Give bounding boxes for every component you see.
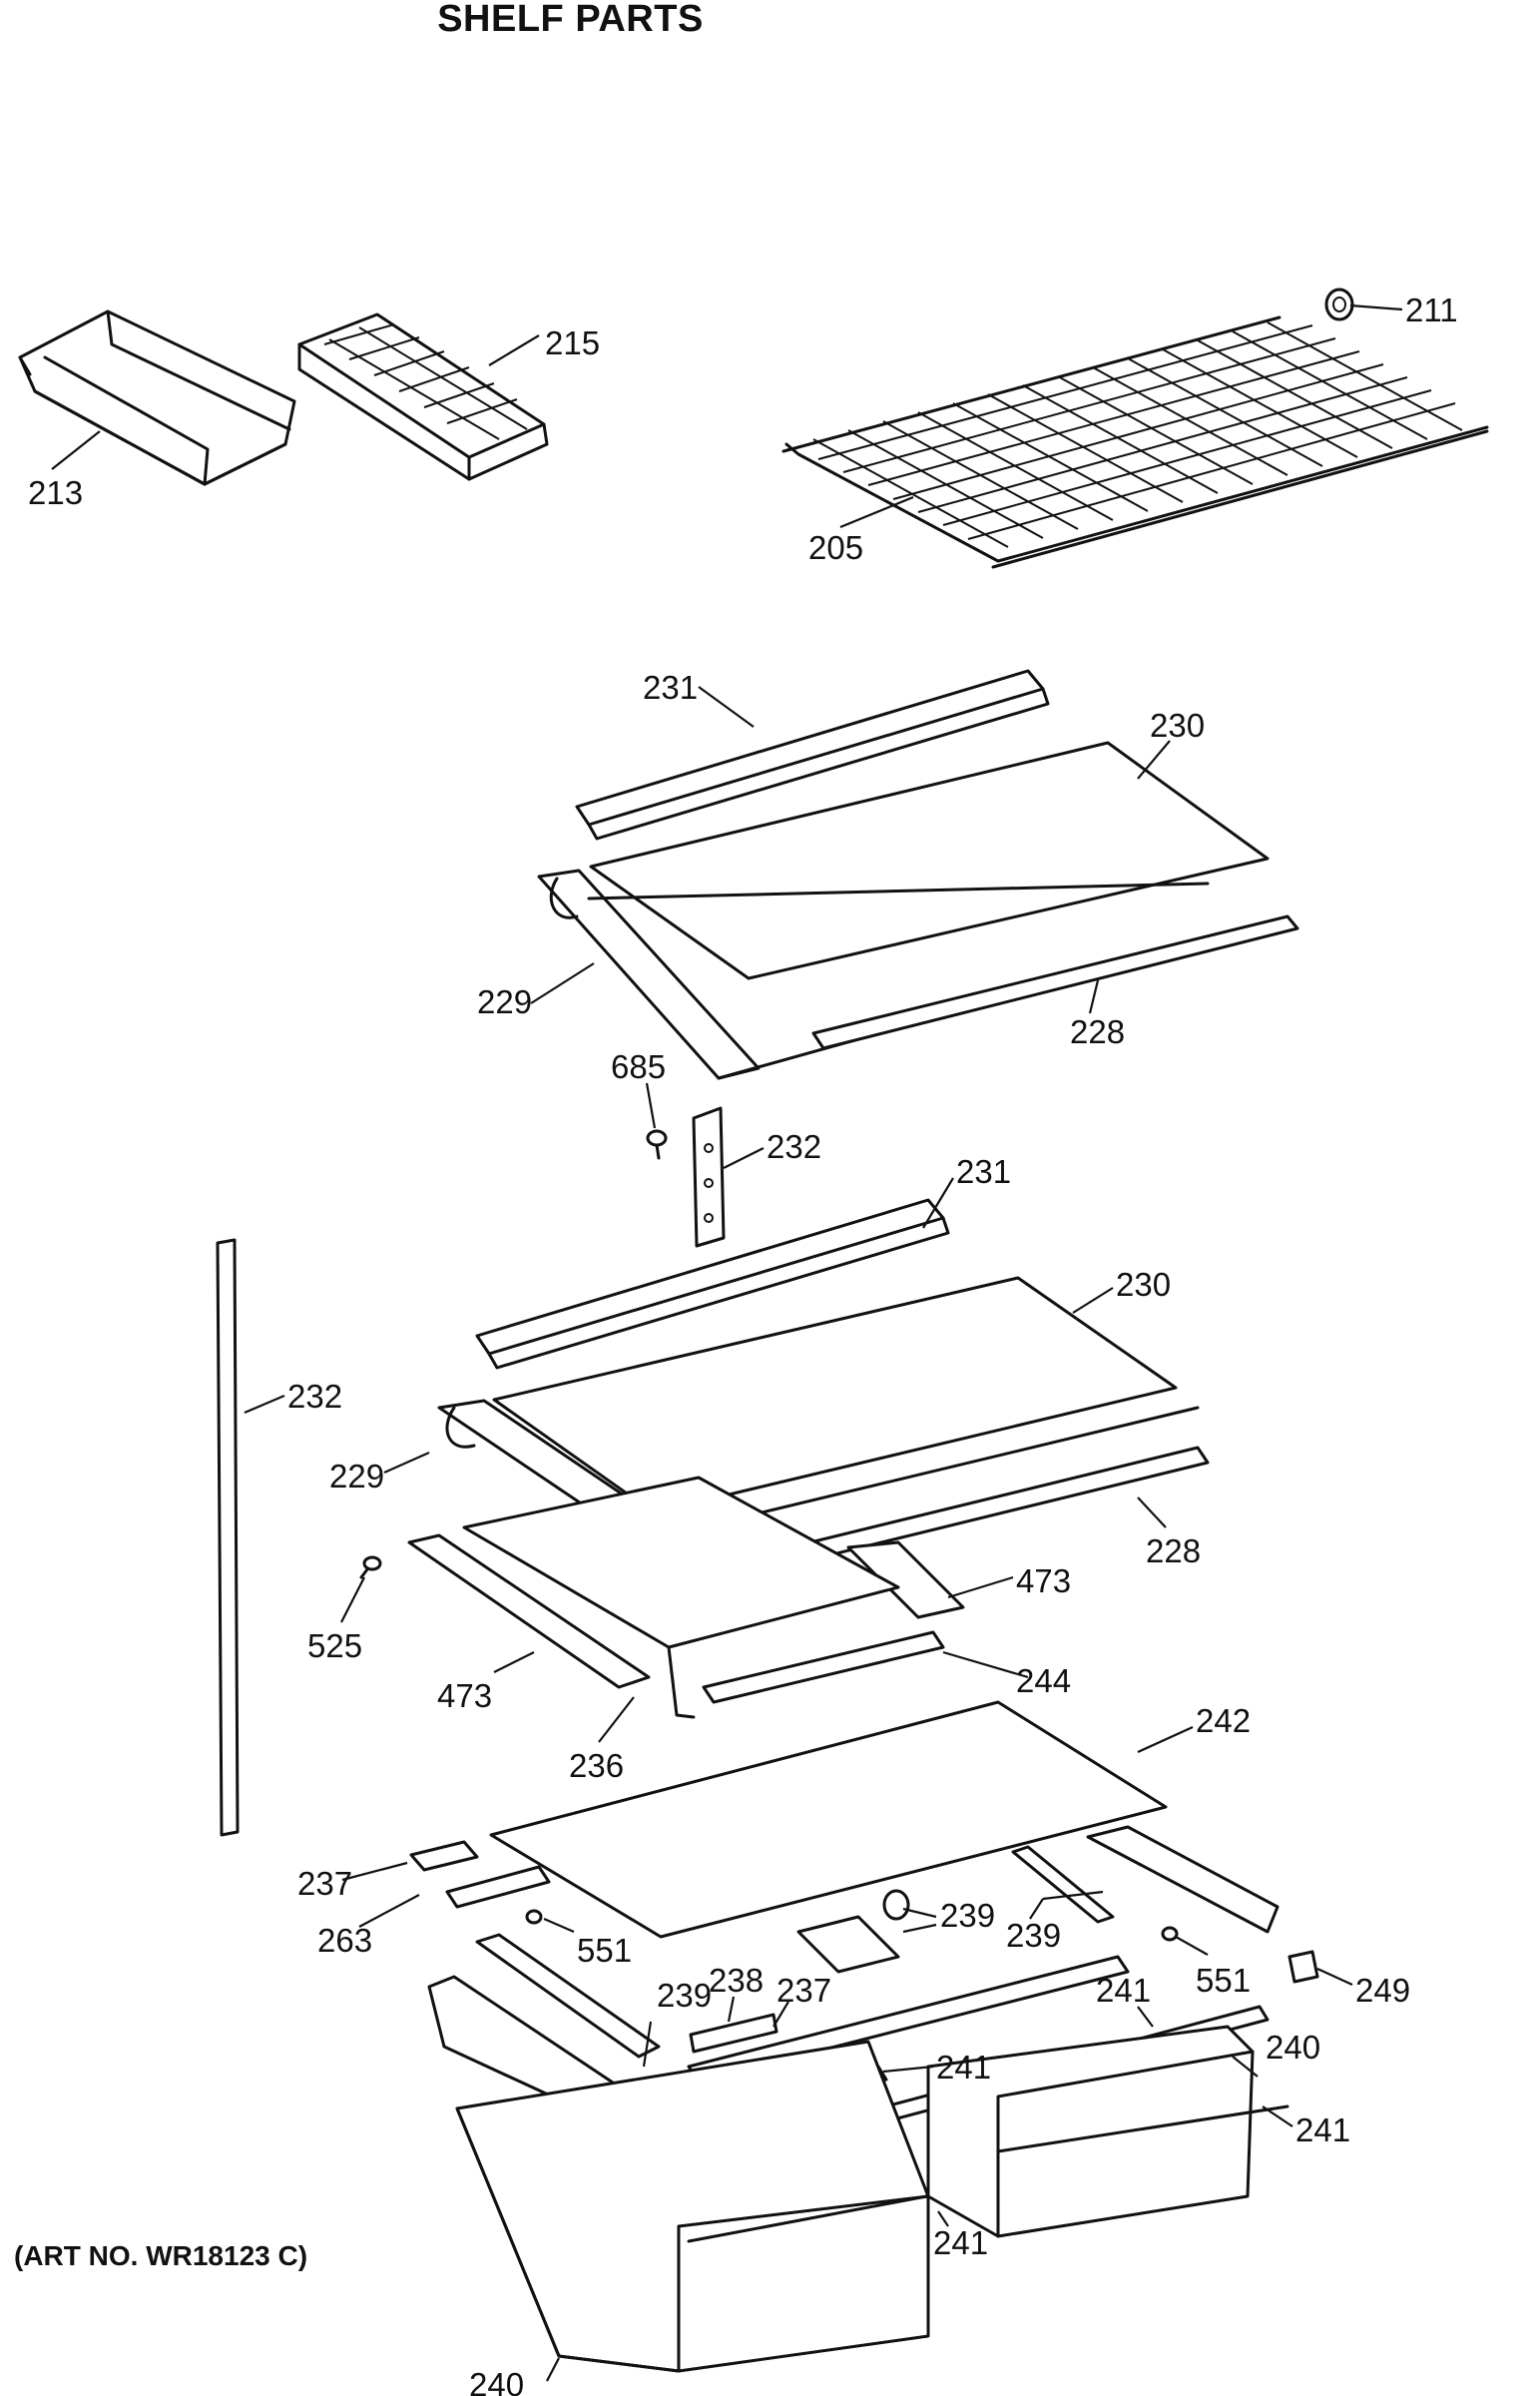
- callout-205: 205: [808, 529, 863, 566]
- callout-237-left: 237: [297, 1865, 352, 1902]
- callout-551-left: 551: [577, 1932, 632, 1969]
- callout-241-left-trim: 241: [936, 2049, 991, 2086]
- part-215-ice-tray: [297, 312, 549, 481]
- callout-236: 236: [569, 1747, 624, 1784]
- callout-239-center: 239: [940, 1897, 995, 1934]
- callout-241-right-end: 241: [1295, 2111, 1350, 2148]
- callout-685: 685: [611, 1048, 666, 1085]
- callout-242: 242: [1196, 1702, 1251, 1739]
- part-525-screw: [359, 1555, 382, 1579]
- art-number: (ART NO. WR18123 C): [14, 2240, 308, 2271]
- callout-238: 238: [709, 1962, 764, 1999]
- part-239-center-brackets: [796, 1889, 910, 1974]
- callout-229-middle: 229: [329, 1458, 384, 1495]
- callout-525: 525: [307, 1627, 362, 1664]
- part-231-upper-trim: [575, 669, 1050, 841]
- callout-249: 249: [1355, 1972, 1410, 2009]
- callout-239-left: 239: [657, 1977, 712, 2014]
- part-237-left-support: [409, 1840, 479, 1872]
- callout-241-right-top: 241: [1096, 1972, 1151, 2009]
- part-205-wire-shelf: [781, 315, 1489, 569]
- diagram-title: SHELF PARTS: [437, 0, 704, 40]
- callout-231-middle: 231: [956, 1153, 1011, 1190]
- callout-237-center: 237: [776, 1972, 831, 2009]
- part-239-right-rail: [1011, 1825, 1280, 1934]
- callout-263: 263: [317, 1922, 372, 1959]
- callout-211: 211: [1405, 292, 1458, 328]
- callout-551-right: 551: [1196, 1962, 1251, 1999]
- callout-215: 215: [545, 324, 600, 361]
- part-551-right-screw: [1161, 1926, 1179, 1942]
- part-685-screw: [646, 1129, 668, 1160]
- part-240-left-drawer: [455, 2040, 955, 2373]
- callout-228-middle: 228: [1146, 1532, 1201, 1569]
- callout-labels: 211 215 213 205 231 230 229 228 685 232 …: [28, 292, 1458, 2396]
- callout-473-left: 473: [437, 1677, 492, 1714]
- part-231-middle-trim: [475, 1198, 950, 1370]
- part-211-shelf-stop: [1324, 288, 1354, 321]
- callout-240-left: 240: [469, 2366, 524, 2396]
- part-473-left-slide: [407, 1533, 651, 1689]
- part-249-clip: [1287, 1950, 1319, 1984]
- callout-230-upper: 230: [1150, 707, 1205, 744]
- callout-231-upper: 231: [643, 669, 698, 706]
- part-232-short-bracket: [692, 1106, 726, 1248]
- leader-lines: [51, 303, 1403, 2382]
- callout-240-right: 240: [1266, 2029, 1320, 2066]
- callout-228-upper: 228: [1070, 1013, 1125, 1050]
- callout-244: 244: [1016, 1662, 1071, 1699]
- part-242-crisper-glass: [489, 1700, 1168, 1939]
- callout-232-bracket: 232: [767, 1128, 821, 1165]
- part-551-left-screw: [525, 1909, 543, 1925]
- part-228-upper-rear-bar: [811, 914, 1299, 1050]
- part-244-crisper-rail: [702, 1630, 945, 1704]
- part-236-crisper-frame: [462, 1476, 900, 1719]
- callout-473-right: 473: [1016, 1562, 1071, 1599]
- part-240-right-drawer: [926, 2025, 1289, 2238]
- part-213-door-bin: [18, 309, 296, 486]
- part-230-middle-glass: [492, 1276, 1178, 1514]
- part-230-upper-glass: [589, 741, 1270, 980]
- callout-230-middle: 230: [1116, 1266, 1171, 1303]
- callout-229-upper: 229: [477, 983, 532, 1020]
- callout-239-right: 239: [1006, 1917, 1061, 1954]
- part-238-insert: [689, 2013, 778, 2054]
- callout-241-lower: 241: [933, 2224, 988, 2261]
- part-232-long-rail: [216, 1238, 240, 1837]
- part-263-left-rail: [445, 1865, 551, 1909]
- part-473-right-slide: [846, 1540, 965, 1619]
- callout-232-rail: 232: [287, 1378, 342, 1415]
- callout-213: 213: [28, 474, 83, 511]
